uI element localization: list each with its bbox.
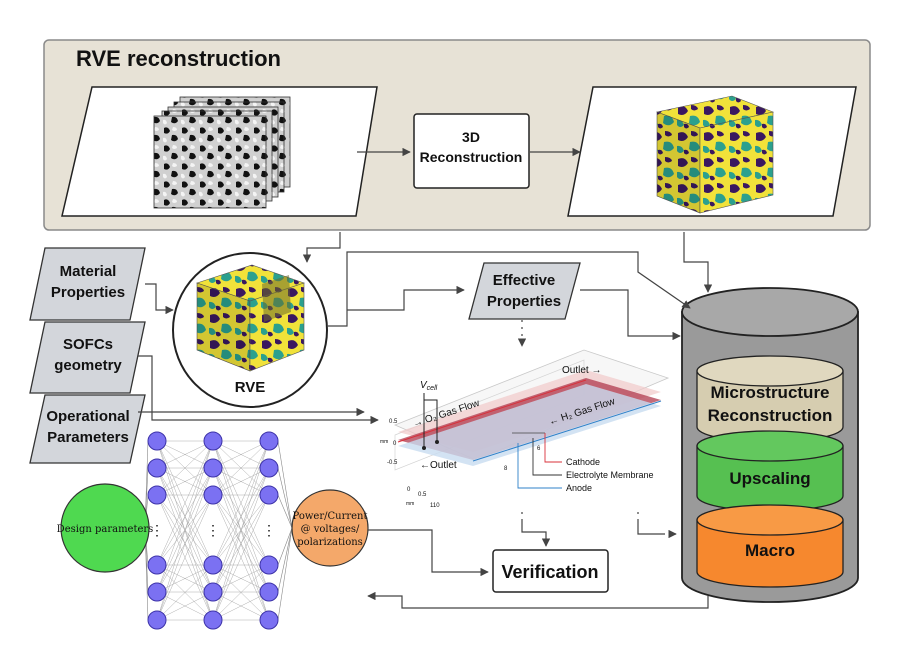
nn-output-label-2: @ voltages/ — [301, 524, 360, 535]
nn-node-l3-n2 — [259, 458, 279, 478]
nn-node-l3-n4 — [259, 555, 279, 575]
ct-slice-stack — [153, 96, 291, 209]
nn-node-l2-n1 — [203, 431, 223, 451]
arrow-rve-to-cylinder — [327, 251, 691, 327]
arrow-plot-to-verification — [521, 512, 551, 547]
vcell-label: Vcell — [420, 380, 438, 392]
nn-ellipsis-l1: ⋮ — [150, 522, 164, 538]
nn-ellipsis-l3: ⋮ — [262, 522, 276, 538]
nn-input-label: Design parameters — [57, 524, 154, 535]
connectors — [138, 232, 713, 609]
rve-reconstruction-panel: RVE reconstruction 3D Reconstruction — [43, 39, 871, 231]
cyl-macro-layer — [696, 519, 844, 588]
nn-node-l1-n3 — [147, 485, 167, 505]
effective-line1: Effective — [493, 272, 556, 289]
geometry-line2: geometry — [54, 357, 122, 374]
arrow-geometry-to-plot — [138, 355, 379, 425]
unit-mm-bottom: mm — [406, 501, 414, 507]
tick-0: 0 — [393, 441, 397, 447]
nn-node-l2-n2 — [203, 458, 223, 478]
tick-0-bottom: 0 — [407, 487, 411, 493]
reconstruction-box-line1: 3D — [462, 129, 480, 145]
tick-m05: -0.5 — [387, 460, 398, 466]
tick-05-bottom: 0.5 — [418, 492, 427, 498]
operational-parameters-input: Operational Parameters — [29, 394, 146, 464]
nn-node-l1-n6 — [147, 610, 167, 630]
nn-node-l3-n1 — [259, 431, 279, 451]
operational-line1: Operational — [46, 408, 129, 425]
tick-110: 110 — [430, 503, 440, 509]
effective-properties: Effective Properties — [468, 262, 581, 320]
nn-node-l1-n2 — [147, 458, 167, 478]
3d-reconstruction-box — [413, 113, 530, 189]
nn-ellipsis-l2: ⋮ — [206, 522, 220, 538]
cyl-top-line2: Reconstruction — [708, 406, 833, 425]
nn-output-node — [291, 489, 369, 567]
arrow-panel-to-cylinder — [683, 232, 713, 293]
arrow-material-to-rve — [145, 283, 174, 315]
arrow-panel-to-rve — [302, 232, 341, 263]
verification-box: Verification — [492, 549, 609, 593]
arrow-rve-to-effective — [347, 285, 465, 311]
nn-node-l3-n6 — [259, 610, 279, 630]
fuel-cell-plot: Vcell Outlet → → O₂ Gas Flow ← H₂ Gas Fl… — [380, 349, 670, 509]
reconstruction-box-line2: Reconstruction — [420, 149, 523, 165]
tick-6: 6 — [537, 446, 541, 452]
legend-cathode: Cathode — [566, 457, 600, 467]
arrow-nn-to-verification — [368, 529, 489, 577]
nn-node-l2-n3 — [203, 485, 223, 505]
cyl-bottom: Macro — [745, 541, 795, 560]
verification-label: Verification — [501, 562, 598, 582]
legend-membrane: Electrolyte Membrane — [566, 470, 654, 480]
anode-line — [472, 400, 662, 462]
nn-node-l1-n5 — [147, 582, 167, 602]
tick-8: 8 — [504, 466, 508, 472]
nn-node-l2-n4 — [203, 555, 223, 575]
outlet-bottom-label: ←Outlet — [420, 460, 457, 471]
nn-output-label-3: polarizations — [297, 537, 363, 548]
legend-anode: Anode — [566, 483, 592, 493]
rve-circle: RVE — [172, 252, 328, 408]
unit-mm-left: mm — [380, 439, 388, 445]
nn-node-l3-n3 — [259, 485, 279, 505]
sofc-geometry-input: SOFCs geometry — [29, 321, 146, 394]
nn-input-node — [60, 483, 150, 573]
operational-line2: Parameters — [47, 429, 129, 446]
tick-05: 0.5 — [389, 419, 398, 425]
arrow-plot-to-cylinder — [637, 512, 677, 539]
geometry-line1: SOFCs — [63, 336, 113, 353]
rve-label: RVE — [235, 379, 266, 396]
nn-output-label-1: Power/Current — [293, 511, 368, 522]
nn-node-l1-n4 — [147, 555, 167, 575]
cyl-top-line1: Microstructure — [710, 383, 829, 402]
arrow-effective-to-cylinder — [580, 289, 681, 341]
reconstructed-cube — [655, 95, 775, 214]
material-line1: Material — [60, 263, 117, 280]
effective-line2: Properties — [487, 293, 561, 310]
nn-node-l1-n1 — [147, 431, 167, 451]
material-properties-input: Material Properties — [29, 247, 146, 321]
multiscale-cylinder: Microstructure Reconstruction Upscaling … — [681, 287, 859, 603]
cathode-line — [397, 379, 587, 443]
outlet-top-label: Outlet → — [562, 365, 601, 376]
nn-node-l2-n6 — [203, 610, 223, 630]
cyl-middle: Upscaling — [729, 469, 810, 488]
panel-title: RVE reconstruction — [76, 46, 281, 71]
nn-node-l2-n5 — [203, 582, 223, 602]
arrow-cylinder-to-nn — [367, 591, 709, 609]
material-line2: Properties — [51, 284, 125, 301]
nn-node-l3-n5 — [259, 582, 279, 602]
